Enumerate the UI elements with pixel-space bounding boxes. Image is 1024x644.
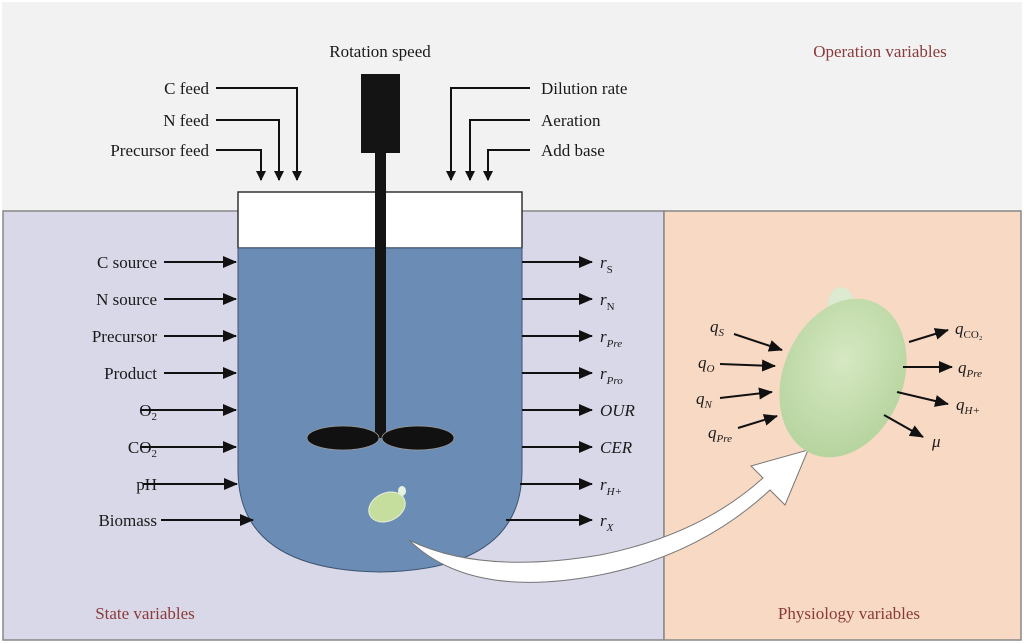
state-variables-title: State variables — [95, 604, 195, 623]
physiology-output-arrow — [896, 391, 949, 407]
state-input-product: Product — [104, 364, 157, 383]
physiology-output-arrow — [908, 328, 949, 343]
state-rate-r-x: rX — [600, 511, 615, 534]
physiology-input-arrow — [733, 333, 783, 352]
physiology-input-q-pre: qPre — [708, 423, 732, 445]
feed-arrow — [465, 119, 530, 181]
impeller-blade-right — [381, 425, 455, 451]
state-rate-our: OUR — [600, 401, 636, 420]
operation-input-c-feed: C feed — [164, 79, 209, 98]
operation-input-add-base: Add base — [541, 141, 605, 160]
rotation-speed-label: Rotation speed — [329, 42, 431, 61]
operation-input-aeration: Aeration — [541, 111, 601, 130]
state-input-biomass: Biomass — [98, 511, 157, 530]
cell-small — [368, 491, 406, 523]
feed-arrow — [446, 87, 530, 181]
physiology-output-q-pre: qPre — [958, 358, 982, 380]
state-rate-r-pre: rPre — [600, 327, 622, 350]
state-rate-r-h: rH+ — [600, 475, 622, 498]
physiology-input-arrow — [719, 359, 776, 372]
shaft — [375, 153, 386, 438]
state-input-co2: CO2 — [128, 438, 157, 460]
state-input-n-source: N source — [96, 290, 157, 309]
state-input-precursor: Precursor — [92, 327, 157, 346]
feed-arrow — [216, 119, 284, 181]
operation-input-dilution-rate: Dilution rate — [541, 79, 627, 98]
physiology-input-q-s: qS — [710, 317, 725, 339]
operation-input-precursor-feed: Precursor feed — [110, 141, 209, 160]
physiology-output-q-co: qCO₂ — [955, 319, 983, 341]
physiology-inputs: qS qO qN qPre — [696, 317, 783, 445]
state-input-c-source: C source — [97, 253, 157, 272]
state-rate-cer: CER — [600, 438, 633, 457]
physiology-input-q-n: qN — [696, 389, 713, 411]
motor — [361, 74, 400, 153]
physiology-outputs: qCO₂ qPre qH+ μ — [883, 319, 983, 451]
operation-input-n-feed: N feed — [163, 111, 209, 130]
feed-arrow — [216, 87, 302, 181]
state-rate-r-s: rS — [600, 253, 613, 276]
cell-large — [779, 298, 907, 458]
state-rate-r-n: rN — [600, 290, 615, 313]
physiology-input-arrow — [737, 414, 778, 429]
physiology-input-arrow — [719, 387, 773, 400]
state-rate-r-pro: rPro — [600, 364, 623, 387]
physiology-output-q-h: qH+ — [956, 395, 980, 417]
feed-arrow — [483, 149, 530, 181]
operation-variables-title: Operation variables — [813, 42, 947, 61]
physiology-variables-title: Physiology variables — [778, 604, 920, 623]
physiology-output-arrow — [883, 414, 924, 438]
operation-section — [2, 2, 1022, 211]
physiology-input-q-o: qO — [698, 353, 715, 375]
cell-small-bud — [398, 486, 406, 496]
physiology-output-mu: μ — [931, 432, 941, 451]
feed-arrow — [216, 149, 266, 181]
impeller-blade-left — [306, 425, 380, 451]
